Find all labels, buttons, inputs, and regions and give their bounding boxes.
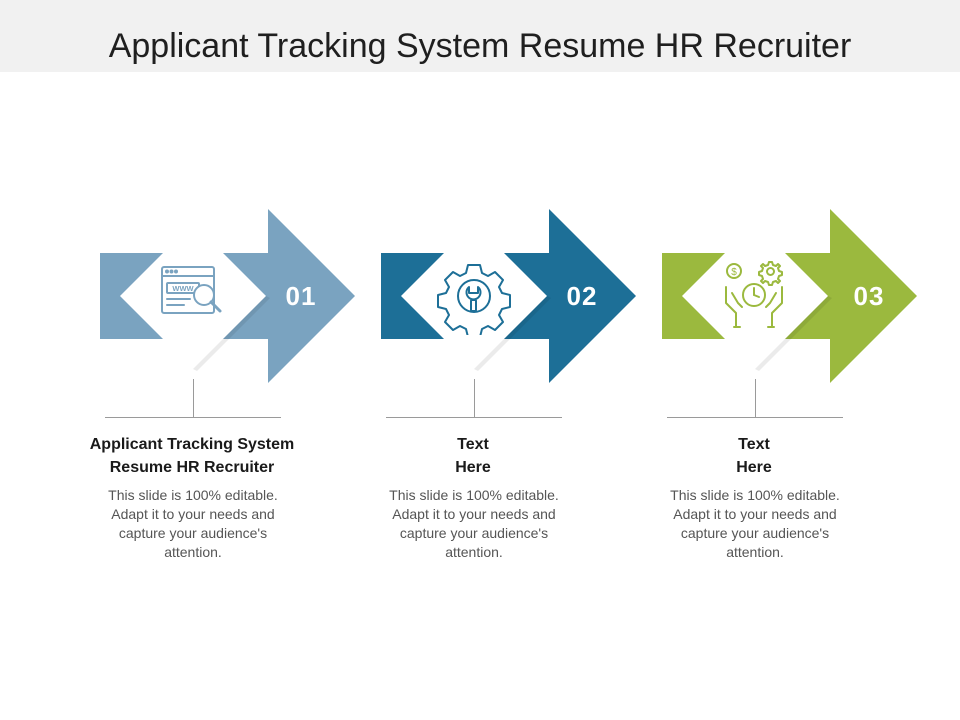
gear-wrench-icon	[437, 264, 511, 335]
step-3-connector-horizontal	[667, 417, 843, 418]
step-1-diamond	[120, 223, 266, 369]
step-3-description: This slide is 100% editable. Adapt it to…	[670, 487, 840, 560]
step-3-connector-vertical	[755, 379, 756, 417]
step-2-heading-line1: Text	[457, 436, 489, 453]
step-1-heading-line1: Applicant Tracking System	[89, 436, 295, 453]
step-1-diamond-shadow	[193, 296, 270, 371]
step-2-heading: Text Here	[341, 433, 605, 479]
step-1-number: 01	[285, 281, 317, 311]
step-2-description: This slide is 100% editable. Adapt it to…	[389, 487, 559, 560]
step-2-heading-line2: Here	[455, 459, 491, 476]
step-1-connector-horizontal	[105, 417, 281, 418]
svg-text:WWW: WWW	[172, 284, 194, 293]
step-2-diamond-shadow	[474, 296, 551, 371]
step-2-number: 02	[566, 281, 598, 311]
step-1-description: This slide is 100% editable. Adapt it to…	[108, 487, 278, 560]
website-search-icon: WWW	[161, 266, 222, 314]
step-1-connector-vertical	[193, 379, 194, 417]
title-bar	[0, 0, 960, 72]
money-time-gears-hands-icon: $	[725, 261, 783, 328]
step-2-diamond	[401, 223, 547, 369]
step-1: 01 WWW Applicant Tracking System Resume …	[90, 205, 380, 565]
step-1-heading: Applicant Tracking System Resume HR Recr…	[60, 433, 324, 479]
step-3-heading-line1: Text	[738, 436, 770, 453]
step-3-heading-line2: Here	[736, 459, 772, 476]
step-2: 02 Text Here This slide is 100% editable…	[381, 205, 661, 565]
step-3-number: 03	[853, 281, 885, 311]
slide-title: Applicant Tracking System Resume HR Recr…	[108, 27, 852, 65]
step-3-heading: Text Here	[622, 433, 886, 479]
step-1-arrow	[100, 209, 355, 383]
step-1-heading-line2: Resume HR Recruiter	[109, 459, 275, 476]
svg-text:$: $	[731, 267, 737, 278]
step-3-diamond-shadow	[755, 296, 832, 371]
step-2-arrow	[381, 209, 636, 383]
step-3: 03 $ Text Here This slide is 100% editab…	[662, 205, 942, 565]
step-2-connector-vertical	[474, 379, 475, 417]
step-2-connector-horizontal	[386, 417, 562, 418]
